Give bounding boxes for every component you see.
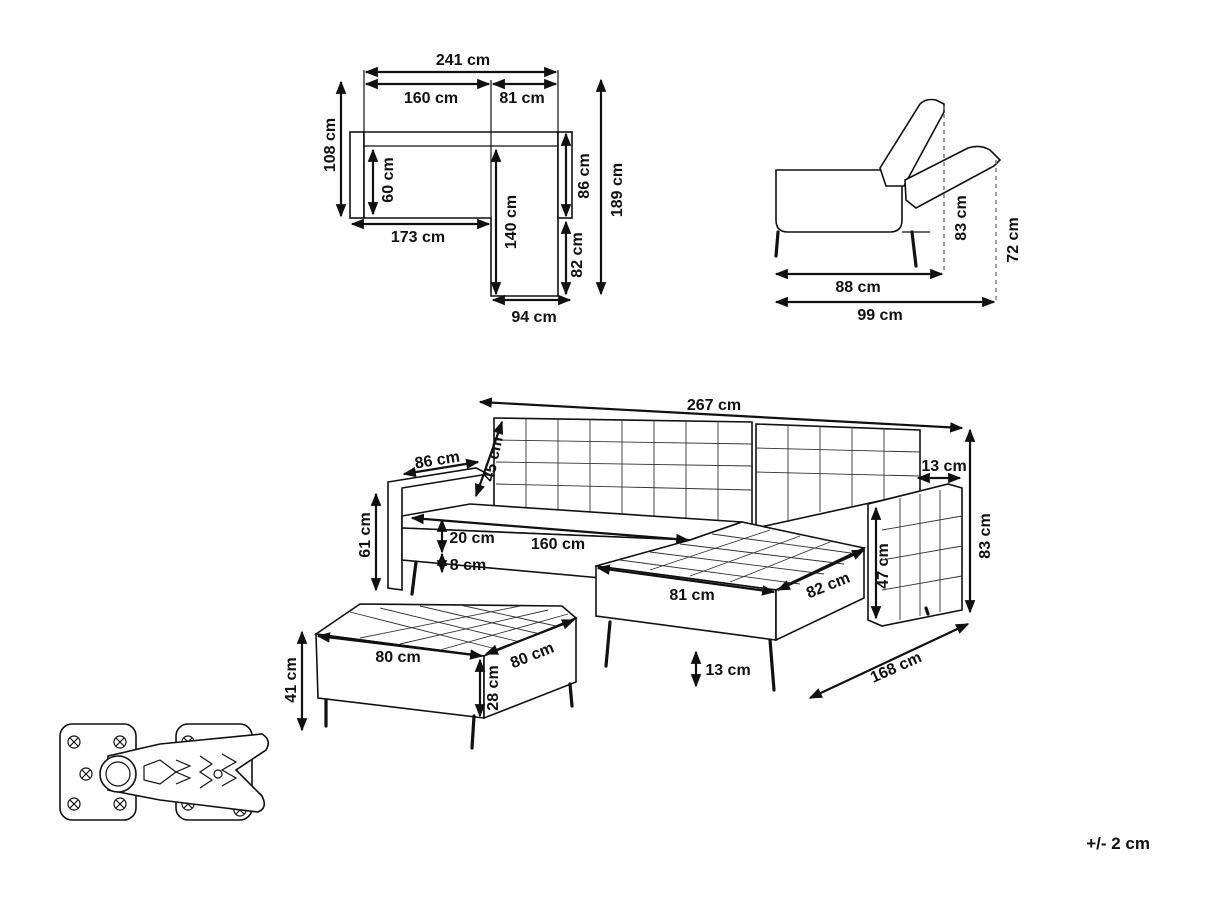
- dim-160-seat: 160 cm: [531, 536, 585, 553]
- dim-13-leg: 13 cm: [705, 662, 750, 679]
- dim-99: 99 cm: [857, 307, 902, 324]
- dim-81: 81 cm: [499, 90, 544, 107]
- dim-8: 8 cm: [450, 557, 486, 574]
- dim-41: 41 cm: [283, 657, 300, 702]
- top-view: 241 cm 160 cm 81 cm 108 cm 60 cm 173 cm …: [322, 52, 626, 326]
- dim-140: 140 cm: [503, 195, 520, 249]
- dim-86-depth: 86 cm: [414, 449, 461, 473]
- dim-20: 20 cm: [449, 530, 494, 547]
- ottoman: 80 cm 80 cm 41 cm 28 cm: [283, 603, 578, 750]
- hinge-pivot: [99, 755, 137, 793]
- hinge-detail: [59, 723, 270, 821]
- dim-267: 267 cm: [687, 397, 741, 414]
- perspective-view: 267 cm 86 cm 45 cm 13 cm 61 cm 20 cm 160…: [357, 397, 994, 699]
- dim-241: 241 cm: [436, 52, 490, 69]
- tolerance-note: +/- 2 cm: [1086, 834, 1150, 853]
- dim-80-width: 80 cm: [375, 649, 420, 666]
- dim-83-height: 83 cm: [977, 513, 994, 558]
- hinge-arm: [107, 733, 270, 813]
- dim-81-chaise: 81 cm: [669, 587, 714, 604]
- dim-94: 94 cm: [511, 309, 556, 326]
- dim-28: 28 cm: [485, 665, 502, 710]
- dim-160: 160 cm: [404, 90, 458, 107]
- side-view: 83 cm 72 cm 88 cm 99 cm: [774, 98, 1022, 324]
- dim-47: 47 cm: [875, 543, 892, 588]
- dim-61: 61 cm: [357, 512, 374, 557]
- dim-82: 82 cm: [569, 232, 586, 277]
- side-backrest-upright: [879, 98, 945, 187]
- backrest-tufting: [495, 418, 921, 525]
- top-left-arm: [349, 131, 365, 219]
- right-arm: [867, 483, 963, 627]
- dim-173: 173 cm: [391, 229, 445, 246]
- side-backrest-reclined: [904, 145, 1002, 209]
- dim-13-arm: 13 cm: [921, 458, 966, 475]
- dim-189: 189 cm: [609, 163, 626, 217]
- top-sofa-outline: [363, 131, 559, 297]
- dim-168: 168 cm: [868, 649, 924, 687]
- dim-108: 108 cm: [322, 118, 339, 172]
- dim-83: 83 cm: [953, 195, 970, 240]
- dim-72: 72 cm: [1005, 217, 1022, 262]
- dim-88: 88 cm: [835, 279, 880, 296]
- dim-60: 60 cm: [380, 157, 397, 202]
- dim-86: 86 cm: [576, 153, 593, 198]
- right-arm-tufting: [881, 490, 963, 620]
